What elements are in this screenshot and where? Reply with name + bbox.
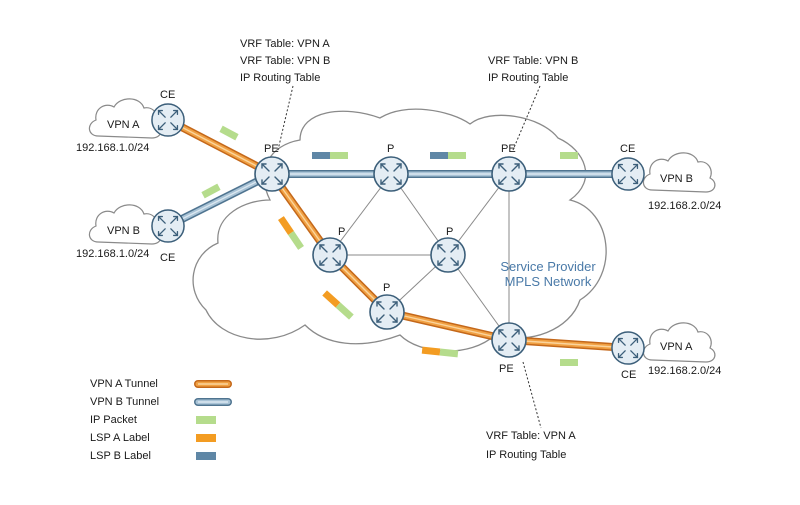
- site-cloud: [642, 322, 716, 363]
- router-icon: [312, 237, 348, 273]
- site-vpn-b-right: VPN B 192.168.2.0/24: [642, 152, 721, 212]
- packets: [201, 125, 578, 366]
- annotation-line: VRF Table: VPN B: [240, 55, 330, 67]
- annotation-pe-top-right: VRF Table: VPN B IP Routing Table: [488, 55, 578, 151]
- annotation-line: VRF Table: VPN A: [486, 430, 576, 442]
- router-icon: [491, 156, 527, 192]
- lsp-a-label: [278, 216, 294, 235]
- router-pe-top-right[interactable]: PE: [491, 143, 527, 192]
- cloud-title-line2: MPLS Network: [505, 274, 592, 289]
- ip-packet: [201, 183, 221, 199]
- ip-packet: [330, 152, 348, 159]
- ip-packet: [560, 359, 578, 366]
- blue-bar-icon: [196, 452, 216, 460]
- router-icon: [151, 209, 185, 243]
- router-ce-vpn-b-left[interactable]: CE: [151, 209, 185, 264]
- router-label: P: [338, 226, 345, 238]
- router-icon: [491, 322, 527, 358]
- router-icon: [369, 294, 405, 330]
- legend-label: VPN B Tunnel: [90, 396, 159, 408]
- router-label: PE: [499, 363, 514, 375]
- router-icon: [254, 156, 290, 192]
- router-icon: [611, 157, 645, 191]
- annotation-leader: [522, 361, 542, 429]
- lsp-b-label: [430, 152, 448, 159]
- router-p-mid-right[interactable]: P: [430, 226, 466, 273]
- site-vpn-b-left: VPN B 192.168.1.0/24: [76, 204, 162, 260]
- router-ce-vpn-a-right[interactable]: CE: [611, 331, 645, 381]
- lsp-b-label: [312, 152, 330, 159]
- site-vpn-label: VPN A: [107, 119, 140, 131]
- site-cloud: [642, 152, 716, 193]
- annotation-pe-bottom-right: VRF Table: VPN A IP Routing Table: [486, 361, 576, 461]
- router-label: P: [387, 143, 394, 155]
- router-label: P: [383, 282, 390, 294]
- site-subnet-label: 192.168.1.0/24: [76, 248, 149, 260]
- router-label: PE: [501, 143, 516, 155]
- annotation-line: VRF Table: VPN B: [488, 55, 578, 67]
- router-ce-vpn-a-left[interactable]: CE: [151, 89, 185, 137]
- router-label: P: [446, 226, 453, 238]
- router-p-bottom[interactable]: P: [369, 282, 405, 330]
- annotation-line: VRF Table: VPN A: [240, 38, 330, 50]
- annotation-pe-left: VRF Table: VPN A VRF Table: VPN B IP Rou…: [240, 38, 330, 151]
- site-subnet-label: 192.168.1.0/24: [76, 142, 149, 154]
- green-bar-icon: [196, 416, 216, 424]
- cloud-title-line1: Service Provider: [500, 259, 596, 274]
- site-subnet-label: 192.168.2.0/24: [648, 365, 721, 377]
- router-label: CE: [620, 143, 635, 155]
- router-icon: [151, 103, 185, 137]
- legend: VPN A Tunnel VPN B Tunnel IP Packet LSP …: [90, 378, 232, 462]
- router-label: CE: [160, 252, 175, 264]
- router-label: PE: [264, 143, 279, 155]
- ip-packet: [288, 231, 304, 250]
- vpn-a-tunnel-path: [164, 116, 632, 352]
- site-vpn-a-left: VPN A 192.168.1.0/24: [76, 98, 162, 154]
- router-icon: [430, 237, 466, 273]
- site-vpn-label: VPN A: [660, 341, 693, 353]
- legend-label: IP Packet: [90, 414, 137, 426]
- orange-bar-icon: [196, 434, 216, 442]
- router-p-top[interactable]: P: [373, 143, 409, 192]
- legend-label: LSP B Label: [90, 450, 151, 462]
- lsp-a-label: [421, 346, 441, 356]
- router-pe-bottom-right[interactable]: PE: [491, 322, 527, 375]
- legend-label: LSP A Label: [90, 432, 150, 444]
- router-icon: [373, 156, 409, 192]
- legend-label: VPN A Tunnel: [90, 378, 158, 390]
- site-vpn-a-right: VPN A 192.168.2.0/24: [642, 322, 721, 377]
- router-pe-left[interactable]: PE: [254, 143, 290, 192]
- ip-packet: [439, 348, 459, 358]
- router-label: CE: [160, 89, 175, 101]
- router-label: CE: [621, 369, 636, 381]
- annotation-leader: [512, 85, 541, 151]
- ip-packet: [560, 152, 578, 159]
- ip-packet: [219, 125, 239, 141]
- annotation-line: IP Routing Table: [486, 449, 566, 461]
- site-vpn-label: VPN B: [660, 173, 693, 185]
- router-ce-vpn-b-right[interactable]: CE: [611, 143, 645, 191]
- site-vpn-label: VPN B: [107, 225, 140, 237]
- annotation-line: IP Routing Table: [488, 72, 568, 84]
- ip-packet: [448, 152, 466, 159]
- router-icon: [611, 331, 645, 365]
- annotation-leader: [277, 85, 294, 151]
- site-subnet-label: 192.168.2.0/24: [648, 200, 721, 212]
- ip-packet: [335, 302, 354, 320]
- router-p-mid-left[interactable]: P: [312, 226, 348, 273]
- annotation-line: IP Routing Table: [240, 72, 320, 84]
- lsp-a-label: [322, 290, 341, 308]
